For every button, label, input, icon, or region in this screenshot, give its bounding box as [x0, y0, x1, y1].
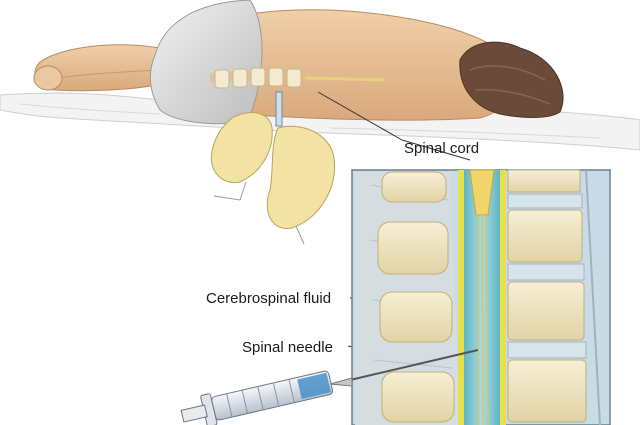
label-cerebrospinal-fluid: Cerebrospinal fluid — [206, 290, 332, 307]
back-spine — [209, 67, 386, 89]
label-spinal-needle: Spinal needle — [242, 339, 333, 356]
patient-foot — [33, 65, 63, 91]
label-spinal-cord: Spinal cord — [404, 140, 480, 157]
spine-cross-section-inset — [351, 169, 611, 425]
leader-spinal-cord — [317, 91, 403, 141]
spinal-needle-syringe — [180, 349, 479, 425]
gloved-hands — [210, 91, 336, 245]
patient-gown — [149, 0, 263, 125]
